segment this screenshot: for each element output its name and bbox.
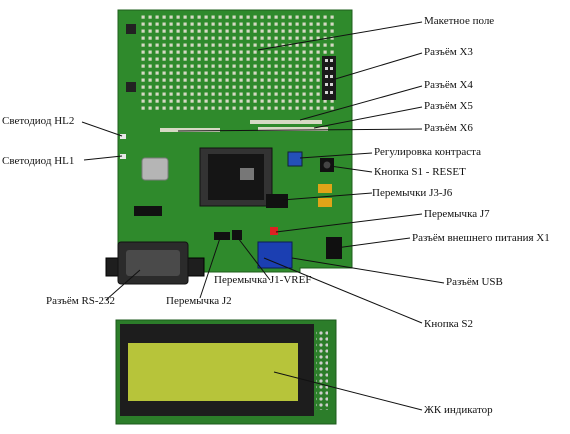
lcd-glass [128, 343, 298, 401]
label-maketnoe-pole: Макетное поле [424, 15, 494, 28]
connector-x4 [250, 120, 322, 124]
label-svetodiod-hl1: Светодиод HL1 [2, 155, 74, 168]
label-razem-x3: Разъём X3 [424, 46, 473, 59]
mcu-chip [200, 148, 272, 206]
connector-x3 [322, 56, 336, 100]
label-razem-pitaniya-x1: Разъём внешнего питания X1 [412, 232, 550, 245]
led-hl2 [120, 134, 126, 139]
pcb-board [106, 10, 352, 284]
label-peremychka-j1-vref: Перемычка J1-VREF [214, 274, 311, 287]
jumper-j1-vref [232, 230, 242, 240]
label-zhk-indikator: ЖК индикатор [424, 404, 493, 417]
jumper-j2 [214, 232, 230, 240]
contrast-trimmer [288, 152, 302, 166]
label-razem-x5: Разъём X5 [424, 100, 473, 113]
label-knopka-s2: Кнопка S2 [424, 318, 473, 331]
lcd-module [116, 320, 336, 424]
label-razem-x4: Разъём X4 [424, 79, 473, 92]
label-peremychka-j2: Перемычка J2 [166, 295, 232, 308]
jumper-j7 [270, 227, 278, 235]
label-regulirovka-kontrasta: Регулировка контраста [374, 146, 481, 159]
label-svetodiod-hl2: Светодиод HL2 [2, 115, 74, 128]
label-razem-rs232: Разъём RS-232 [46, 295, 115, 308]
usb-connector [258, 242, 292, 268]
label-peremychki-j3-j6: Перемычки J3-J6 [372, 187, 452, 200]
label-knopka-s1: Кнопка S1 - RESET [374, 166, 466, 179]
label-razem-x6: Разъём X6 [424, 122, 473, 135]
prototype-area [140, 14, 336, 110]
jumpers-j3-j6 [266, 194, 288, 208]
label-peremychka-j7: Перемычка J7 [424, 208, 490, 221]
label-razem-usb: Разъём USB [446, 276, 503, 289]
